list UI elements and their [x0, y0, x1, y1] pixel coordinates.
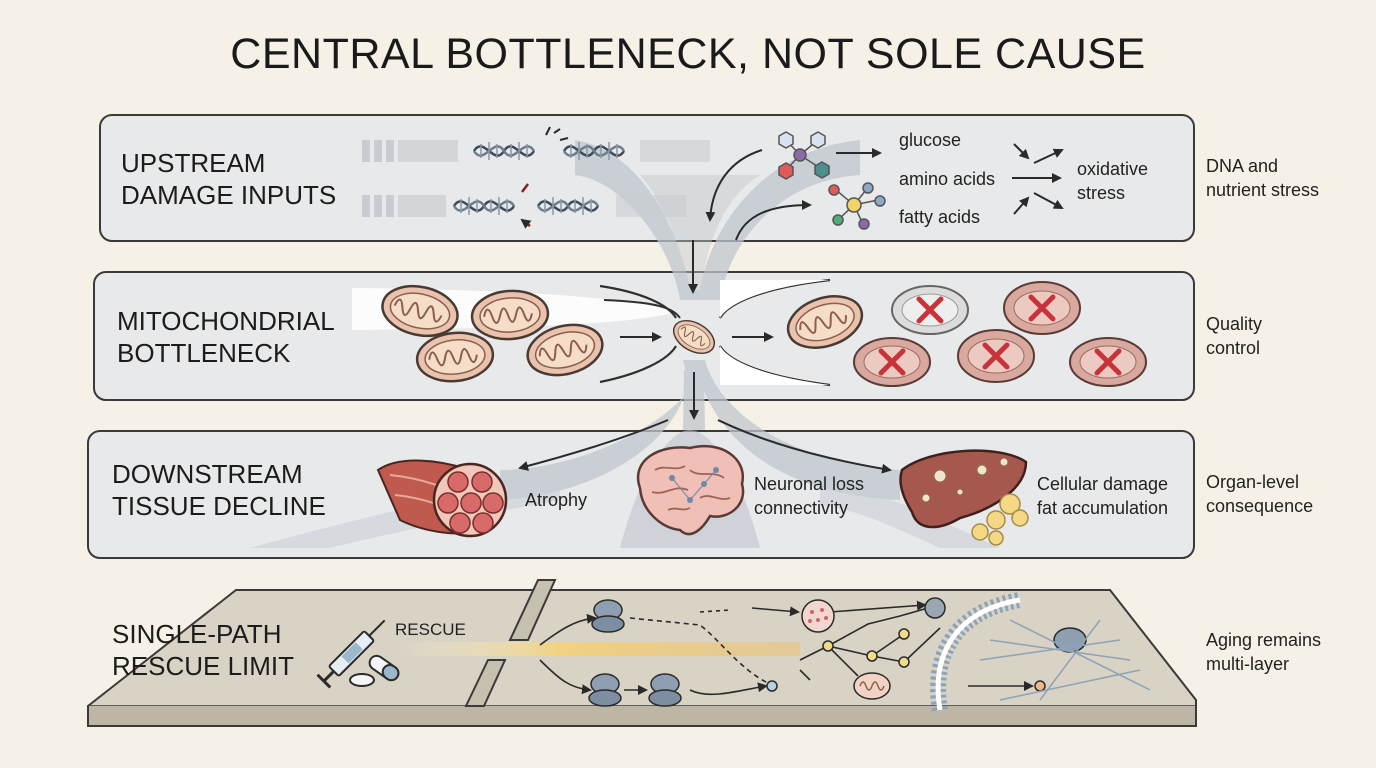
tissue-arrows — [518, 419, 892, 474]
nutrient-fatty-acids: fatty acids — [899, 207, 981, 227]
syringe-icon — [316, 619, 386, 689]
stress-label: oxidative stress — [1077, 159, 1149, 203]
membrane-icon — [930, 592, 1151, 712]
side-note-downstream: Organ-level consequence — [1206, 472, 1314, 516]
row-label-rescue: SINGLE-PATH RESCUE LIMIT — [112, 619, 295, 681]
pill-icon — [349, 654, 400, 687]
muscle-icon — [376, 459, 508, 538]
tissue-label-liver: Cellular damage fat accumulation — [1037, 474, 1169, 518]
damaged-mitochondria — [853, 281, 1147, 387]
nutrient-amino-acids: amino acids — [899, 169, 996, 189]
rescue-label: RESCUE — [395, 620, 466, 639]
upstream-arrows — [688, 143, 1064, 294]
dna-helix-icon — [452, 126, 626, 226]
upstream-panel — [99, 114, 1195, 242]
bottleneck-arrows — [620, 332, 774, 420]
nutrient-glucose: glucose — [899, 130, 962, 150]
brain-icon — [636, 444, 745, 536]
tissue-label-brain: Neuronal loss connectivity — [754, 474, 865, 518]
side-note-upstream: DNA and nutrient stress — [1206, 156, 1320, 200]
pathway-network — [539, 600, 1034, 696]
tissue-label-muscle: Atrophy — [525, 490, 588, 510]
broken-dna-strips — [362, 140, 710, 217]
row-label-bottleneck: MITOCHONDRIAL BOTTLENECK — [117, 306, 335, 368]
pathway-nodes — [588, 597, 1046, 707]
row-label-upstream: UPSTREAM DAMAGE INPUTS — [121, 148, 337, 210]
liver-icon — [899, 449, 1029, 546]
side-note-bottleneck: Quality control — [1206, 314, 1263, 358]
side-note-rescue: Aging remains multi-layer — [1206, 630, 1322, 674]
row-label-downstream: DOWNSTREAM TISSUE DECLINE — [112, 459, 326, 521]
page-title: CENTRAL BOTTLENECK, NOT SOLE CAUSE — [230, 30, 1146, 78]
molecule-icon — [778, 131, 886, 230]
